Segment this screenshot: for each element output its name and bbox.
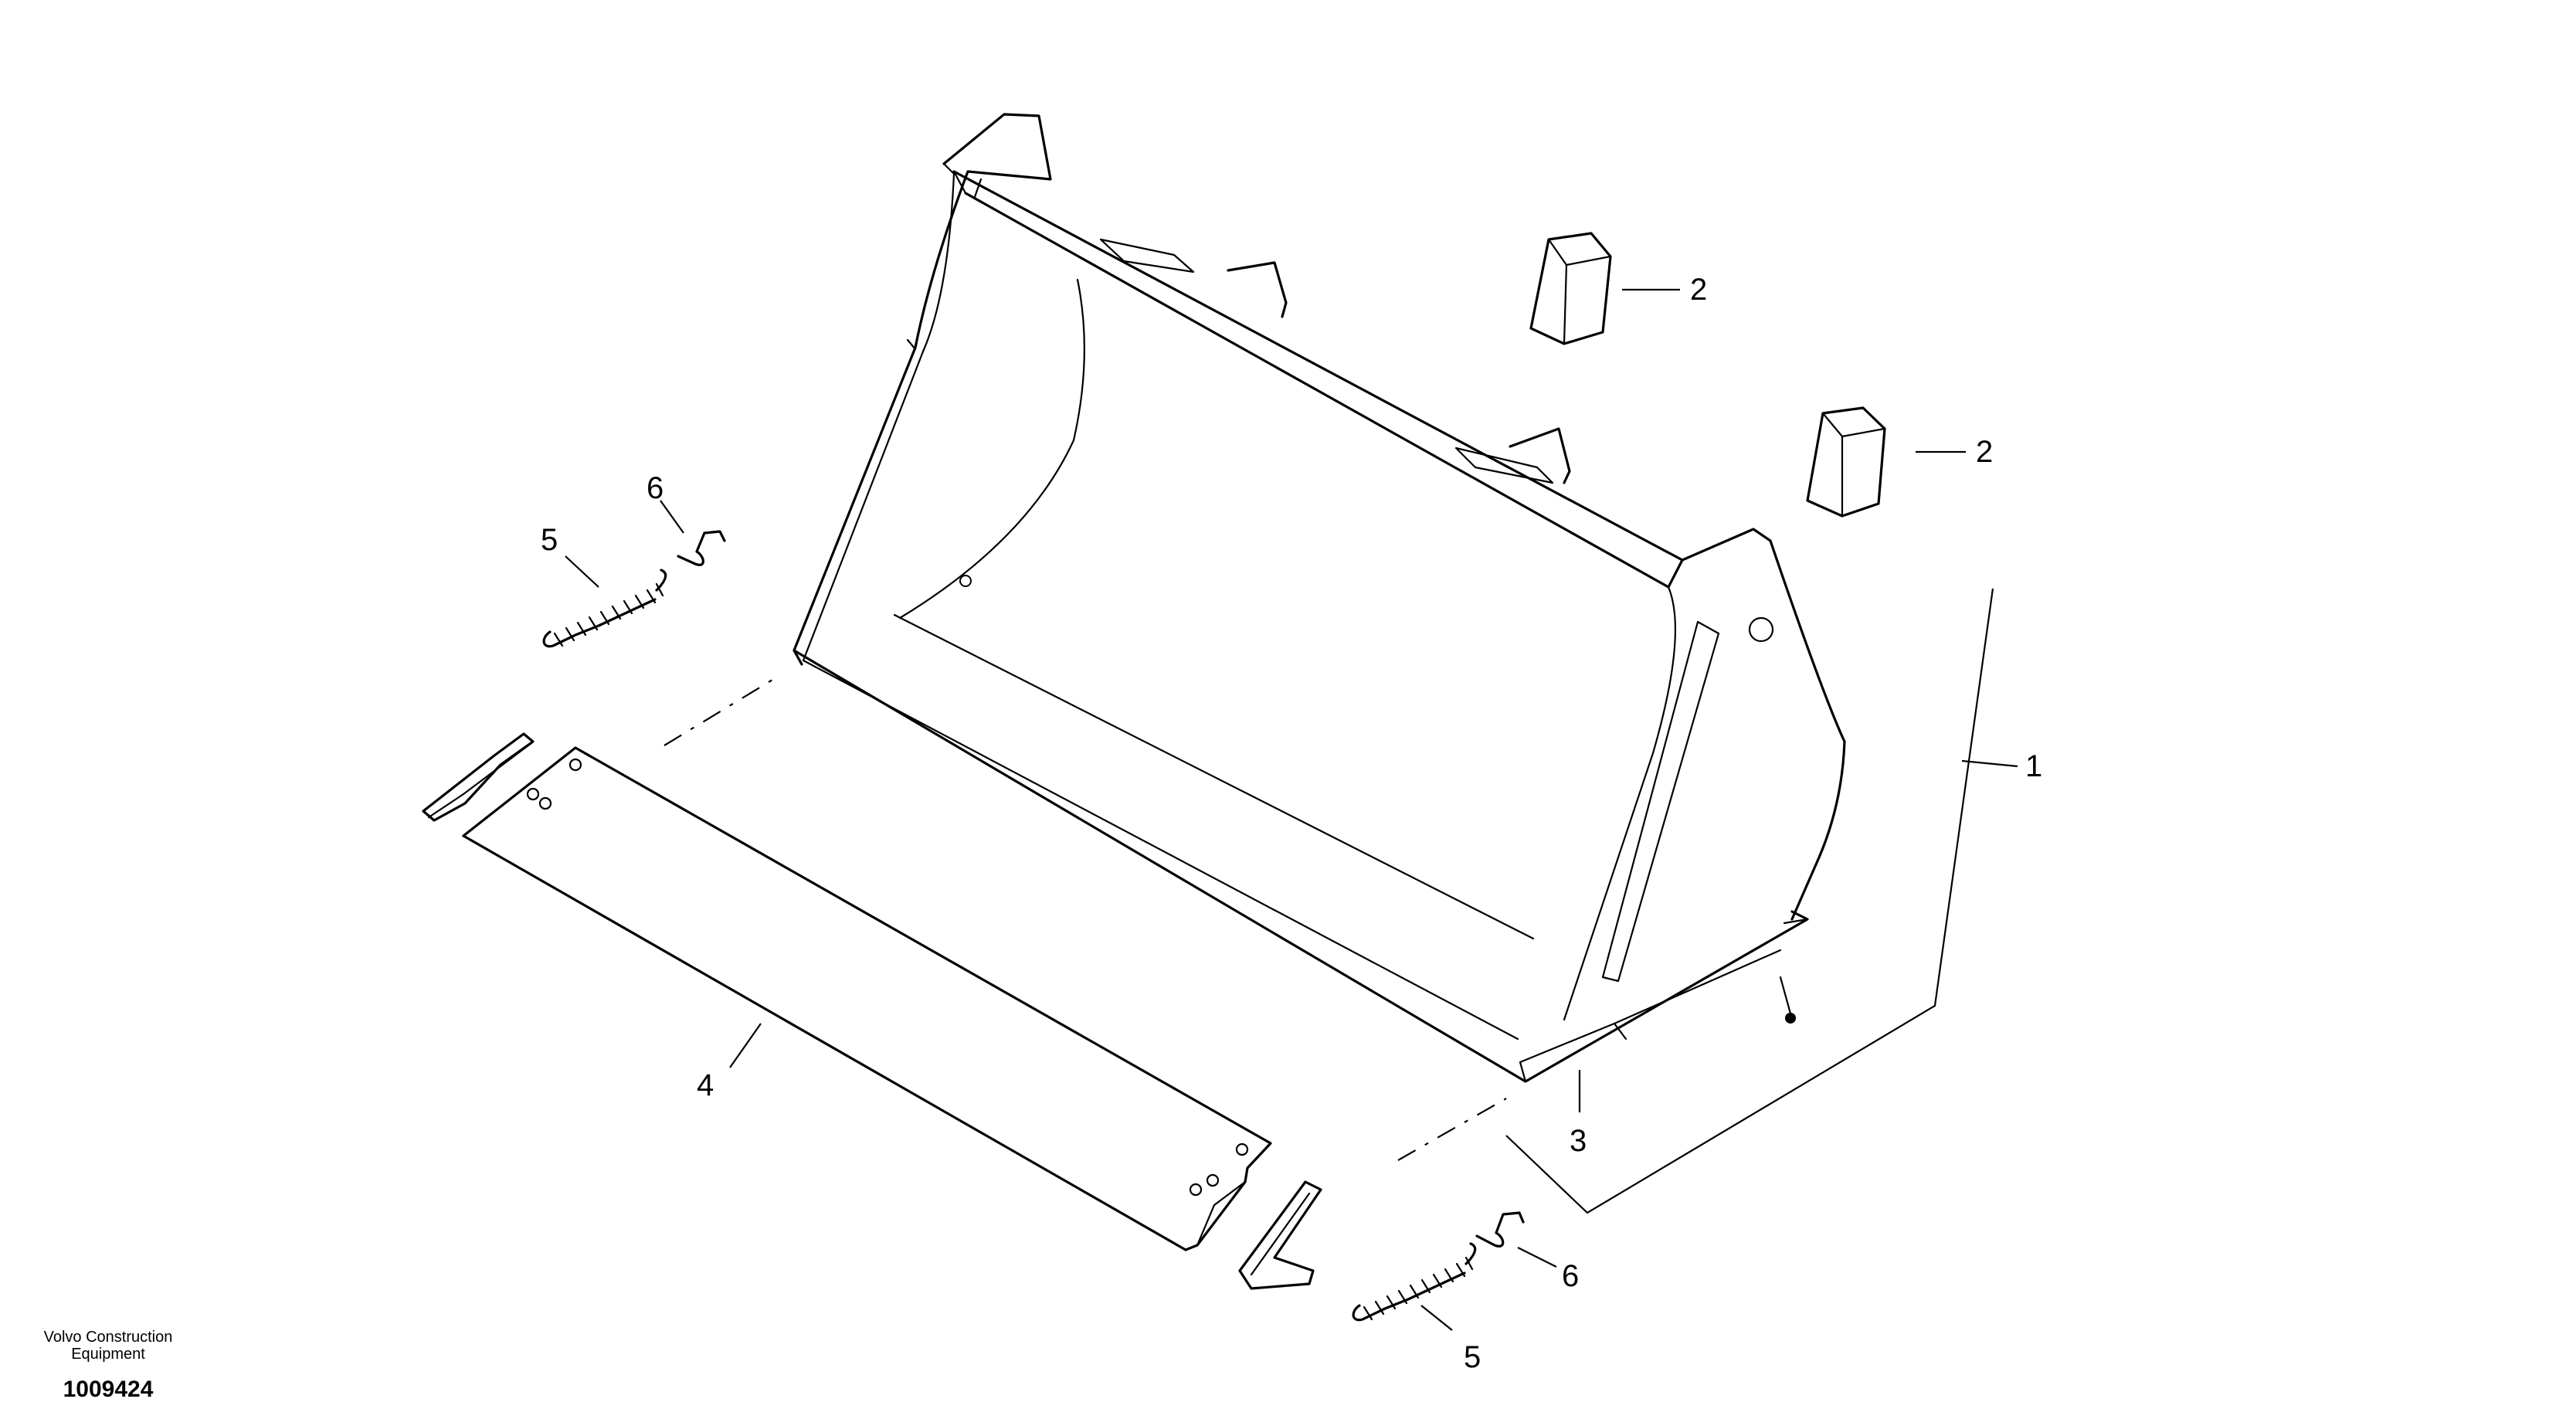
callout-5-left: 5	[541, 523, 558, 557]
clip-left	[677, 530, 726, 566]
leader-1	[1505, 588, 1994, 1214]
clip-right	[1475, 1211, 1525, 1248]
callout-4: 4	[697, 1068, 714, 1102]
spring-right	[1352, 1242, 1477, 1322]
tooth-lower	[1806, 406, 1886, 518]
callout-1: 1	[2025, 749, 2042, 783]
leader-6-left	[660, 500, 684, 534]
leader-5-left	[565, 555, 599, 588]
callout-2-lower: 2	[1976, 435, 1993, 469]
alignment-line-right	[1397, 1098, 1507, 1161]
callout-6-left: 6	[647, 471, 664, 505]
callout-5-right: 5	[1464, 1340, 1481, 1374]
spring-left	[542, 569, 667, 648]
callout-6-right: 6	[1562, 1259, 1579, 1293]
maker-line-2: Equipment	[71, 1346, 145, 1363]
callout-3: 3	[1570, 1124, 1587, 1158]
leader-5-right	[1420, 1305, 1453, 1331]
cutting-edge	[462, 746, 1272, 1251]
drawing-number: 1009424	[63, 1377, 154, 1402]
leader-4	[729, 1023, 762, 1068]
maker-line-1: Volvo Construction	[43, 1329, 173, 1346]
leader-6-right	[1517, 1247, 1557, 1268]
callout-2-upper: 2	[1690, 273, 1707, 307]
drawing-footer: Volvo Construction Equipment 1009424	[31, 1329, 185, 1403]
tooth-upper	[1529, 232, 1612, 345]
side-cutter-right	[1238, 1180, 1322, 1290]
side-cutter-left	[422, 732, 535, 822]
alignment-line-left	[664, 679, 773, 746]
bucket	[792, 113, 1846, 1083]
